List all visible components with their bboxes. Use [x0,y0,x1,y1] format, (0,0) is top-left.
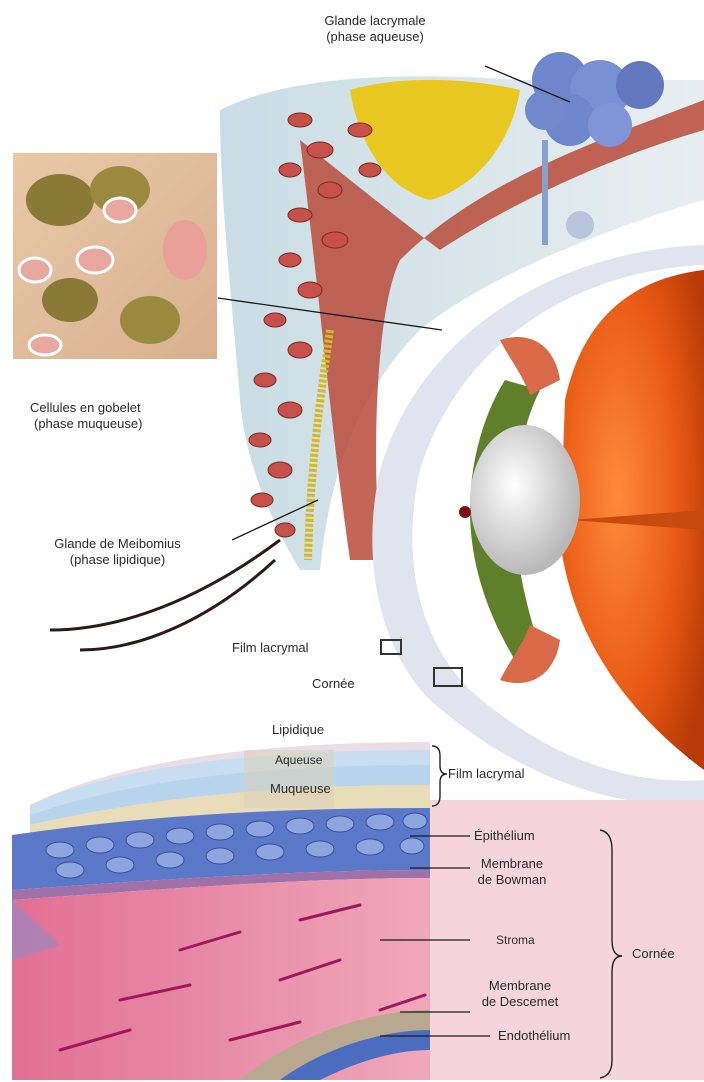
lipidique-label: Lipidique [272,722,324,738]
goblet-cells-label: Cellules en gobelet (phase muqueuse) [30,400,142,432]
tear-film-bracket [432,746,447,806]
stroma-label: Stroma [496,932,535,948]
bowman-label: Membrane de Bowman [462,856,562,888]
lacrimal-gland-label: Glande lacrymale (phase aqueuse) [300,13,450,45]
film-lacrymal-eye-label: Film lacrymal [232,640,309,656]
descemet-label: Membrane de Descemet [470,978,570,1010]
epithelium-label: Épithélium [474,828,535,844]
muqueuse-label: Muqueuse [270,781,331,797]
film-lacrymal-bracket-label: Film lacrymal [448,766,525,782]
aqueuse-label: Aqueuse [275,752,322,768]
cornee-bracket-label: Cornée [632,946,675,962]
cornee-eye-label: Cornée [312,676,355,692]
meibomius-label: Glande de Meibomius (phase lipidique) [10,536,225,568]
endothelium-label: Endothélium [498,1028,570,1044]
eyeball [372,245,704,806]
goblet-cells-inset [12,152,218,360]
